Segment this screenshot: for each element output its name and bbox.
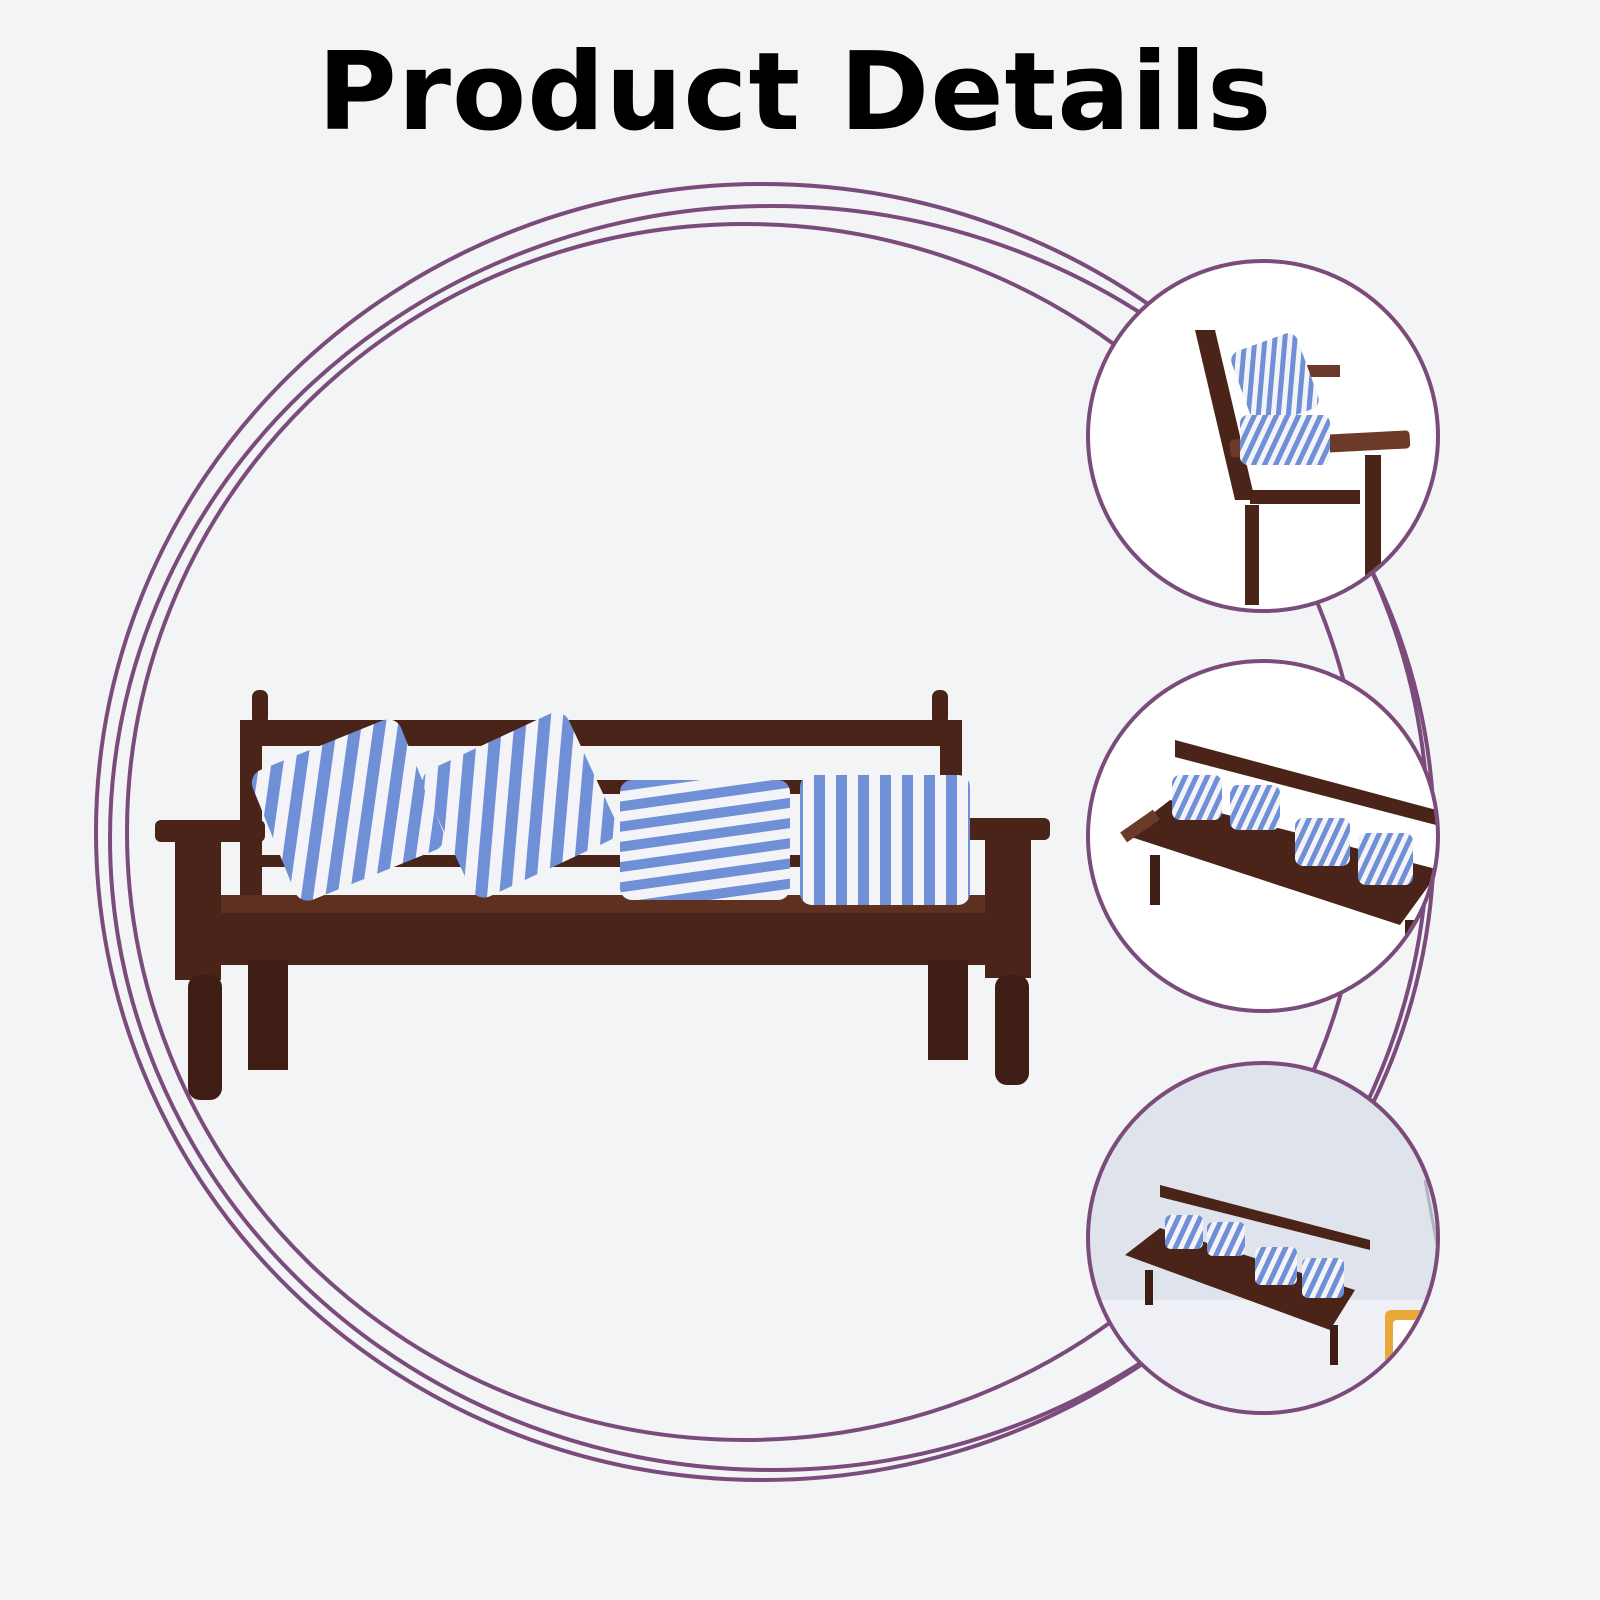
striped-pillows bbox=[251, 712, 970, 905]
page-title: Product Details bbox=[317, 30, 1273, 155]
thumbnail-angled-view[interactable] bbox=[1086, 659, 1455, 1013]
thumbnail-side-view[interactable] bbox=[1086, 259, 1440, 613]
main-bench-image bbox=[155, 690, 1050, 1100]
